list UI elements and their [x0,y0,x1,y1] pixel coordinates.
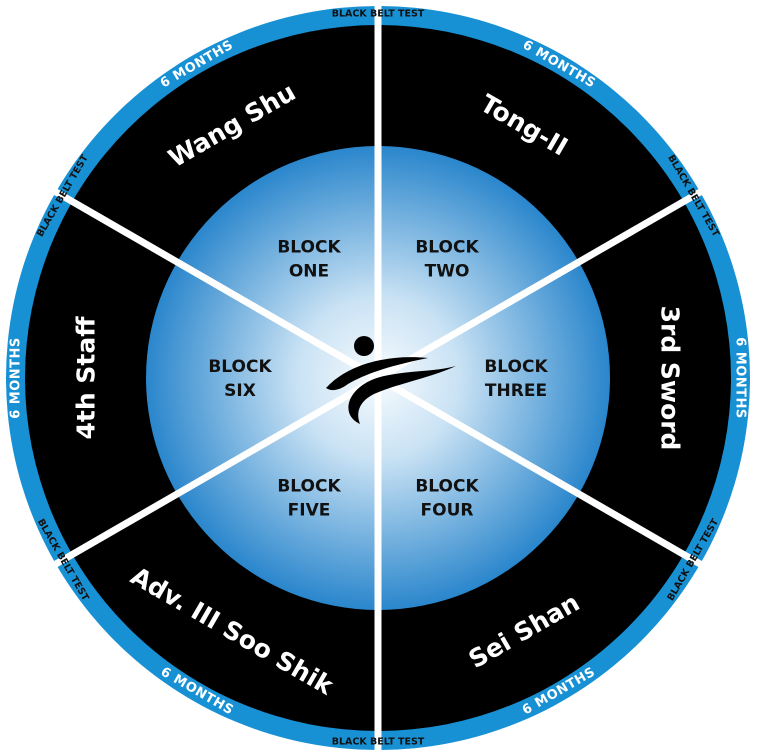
block-label: BLOCK [277,477,341,497]
block-label: FOUR [421,501,474,521]
divider-line [50,186,380,382]
block-label: BLOCK [484,357,548,377]
block-label-group: BLOCK TWO [415,237,479,281]
divider-line [50,374,380,570]
divider-line [376,374,706,570]
block-label: SIX [224,381,256,401]
black-belt-test-label: BLACK BELT TEST [332,737,425,748]
block-labels: BLOCKTWOBLOCKTHREEBLOCKFOURBLOCKFIVEBLOC… [208,237,548,520]
divider-line [376,186,706,382]
dividers [50,2,706,754]
block-label-group: BLOCK FIVE [277,477,341,521]
block-label-group: BLOCK FOUR [415,477,479,521]
block-label: BLOCK [415,477,479,497]
block-label: THREE [485,381,547,401]
block-label: BLOCK [277,237,341,257]
block-label-group: BLOCK ONE [277,237,341,281]
block-label-group: BLOCK THREE [484,357,548,401]
martial-artist-kick-icon [326,336,456,424]
block-label-group: BLOCK SIX [208,357,272,401]
black-belt-test-label: BLACK BELT TEST [332,9,425,20]
duration-label: 6 MONTHS [733,337,748,419]
block-label: TWO [425,261,470,281]
form-name-label: 3rd Sword [656,306,685,451]
form-name-label: 4th Staff [72,316,101,440]
block-label: ONE [289,261,329,281]
duration-label: 6 MONTHS [9,337,24,419]
block-label: BLOCK [415,237,479,257]
block-label: FIVE [288,501,331,521]
block-label: BLOCK [208,357,272,377]
